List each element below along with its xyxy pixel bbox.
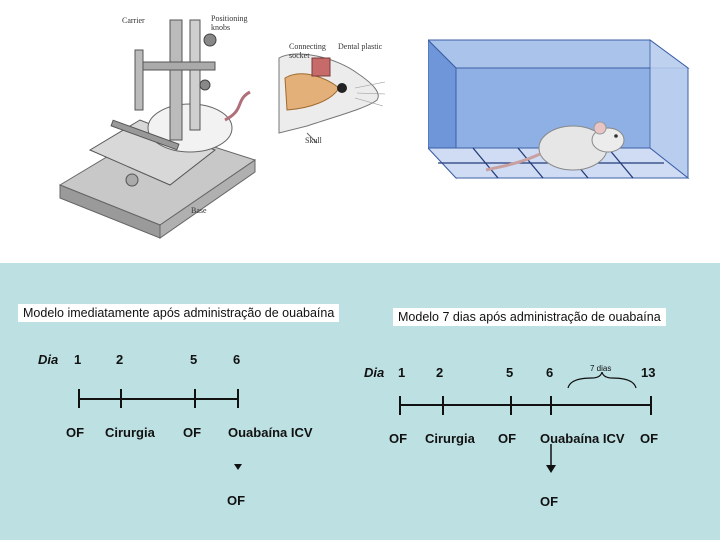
carrier-label: Carrier <box>122 16 145 25</box>
right-interval-label: 7 dias <box>590 364 612 373</box>
left-tick-6 <box>237 389 239 408</box>
right-day-1: 1 <box>398 365 406 380</box>
left-dia-label: Dia <box>38 352 59 367</box>
left-event-5: OF <box>183 425 202 440</box>
left-event-6: Ouabaína ICV <box>228 425 313 440</box>
positioning-knobs-label: Positioning knobs <box>211 14 248 32</box>
left-day-1: 1 <box>74 352 82 367</box>
right-event-1: OF <box>389 431 408 446</box>
left-model-title: Modelo imediatamente após administração … <box>18 304 340 322</box>
dental-plastic-label: Dental plastic <box>338 42 383 51</box>
right-after-event: OF <box>540 494 559 509</box>
left-event-2: Cirurgia <box>105 425 155 440</box>
left-tick-2 <box>120 389 122 408</box>
base-label: Base <box>191 206 207 215</box>
illustrations-panel: Carrier Positioning knobs Base Connectin… <box>0 0 720 263</box>
right-tick-6 <box>550 396 552 415</box>
right-tick-2 <box>442 396 444 415</box>
right-down-arrow-icon <box>546 444 556 473</box>
right-tick-13 <box>650 396 652 415</box>
left-day-6: 6 <box>233 352 241 367</box>
left-day-5: 5 <box>190 352 198 367</box>
right-event-2: Cirurgia <box>425 431 475 446</box>
right-day-6: 6 <box>546 365 554 380</box>
left-tick-1 <box>78 389 80 408</box>
connecting-socket-label: Connecting socket <box>289 42 326 60</box>
right-tick-1 <box>399 396 401 415</box>
right-model-title: Modelo 7 dias após administração de ouab… <box>393 308 666 326</box>
left-down-arrow-icon <box>234 464 242 470</box>
right-day-13: 13 <box>641 365 656 380</box>
left-event-1: OF <box>66 425 85 440</box>
left-tick-5 <box>194 389 196 408</box>
skull-label: Skull <box>305 136 322 145</box>
right-dia-label: Dia <box>364 365 385 380</box>
right-event-13: OF <box>640 431 659 446</box>
right-event-6: Ouabaína ICV <box>540 431 625 446</box>
right-day-2: 2 <box>436 365 444 380</box>
right-event-5: OF <box>498 431 517 446</box>
left-day-2: 2 <box>116 352 124 367</box>
right-day-5: 5 <box>506 365 514 380</box>
stereotaxic-apparatus-illustration <box>58 19 257 239</box>
right-timeline-axis <box>399 404 652 406</box>
rat-head-implant-illustration <box>278 53 386 144</box>
right-tick-5 <box>510 396 512 415</box>
open-field-box-illustration <box>428 39 690 180</box>
right-interval-brace <box>567 372 637 389</box>
left-after-event: OF <box>227 493 246 508</box>
left-timeline-axis <box>78 398 238 400</box>
